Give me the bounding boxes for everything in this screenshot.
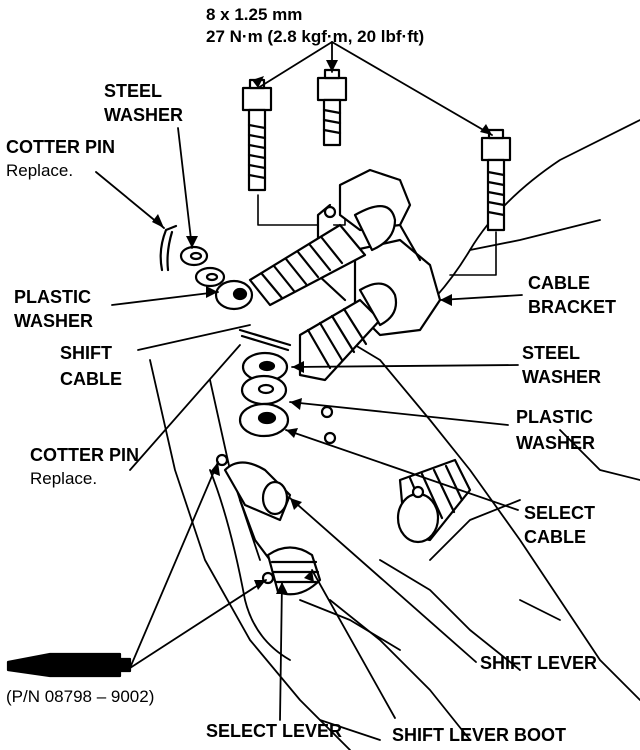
shift-lever-body (223, 461, 292, 562)
cable-bracket-label-1: CABLE (528, 273, 590, 293)
plastic-washer-right-label-2: WASHER (516, 433, 596, 453)
select-cable-label-1: SELECT (524, 503, 596, 523)
cotter-pin-top (159, 224, 178, 272)
steel-washer-top-label-2: WASHER (104, 105, 184, 125)
plastic-washer-left-label-2: WASHER (14, 311, 94, 331)
shift-lever-label: SHIFT LEVER (480, 653, 598, 673)
steel-washer-top-label-1: STEEL (104, 81, 163, 101)
bolt-center (316, 68, 348, 147)
cotter-pin-bottom-label: COTTER PIN (30, 445, 140, 465)
torque-size-label: 8 x 1.25 mm (206, 5, 303, 24)
cotter-pin-middle (238, 328, 292, 352)
cotter-pin-top-note: Replace. (6, 161, 74, 180)
select-lever-label: SELECT LEVER (206, 721, 343, 741)
arrowheads (152, 60, 492, 594)
steel-washer-left (179, 245, 226, 288)
torque-value-label: 27 N·m (2.8 kgf·m, 20 lbf·ft) (206, 27, 425, 46)
shift-lever-boot-part (266, 546, 322, 596)
grease-tube-icon: GREASE (6, 652, 132, 678)
cable-bracket-label-2: BRACKET (528, 297, 616, 317)
bolt-right (480, 128, 512, 232)
shift-cable-label-2: CABLE (60, 369, 122, 389)
part-number-label: (P/N 08798 – 9002) (6, 687, 155, 706)
leader-lines (95, 41, 523, 721)
cotter-pin-top-label: COTTER PIN (6, 137, 116, 157)
shift-lever-boot-label: SHIFT LEVER BOOT (392, 725, 567, 745)
plastic-washer-right-label-1: PLASTIC (516, 407, 594, 427)
steel-washer-right-label-2: WASHER (522, 367, 602, 387)
svg-text:GREASE: GREASE (58, 661, 104, 673)
plastic-washer-left-label-1: PLASTIC (14, 287, 92, 307)
select-cable-label-2: CABLE (524, 527, 586, 547)
bolt-left (241, 78, 273, 192)
steel-washer-right-label-1: STEEL (522, 343, 581, 363)
select-cable-lower (396, 458, 472, 544)
plastic-washer-right (238, 402, 290, 438)
plastic-washer-left (214, 279, 254, 311)
shift-cable-boot (248, 205, 397, 307)
steel-washer-right (240, 351, 289, 406)
select-cable-boot (298, 282, 398, 382)
shift-cable-label-1: SHIFT (60, 343, 112, 363)
cotter-pin-bottom-note: Replace. (30, 469, 98, 488)
